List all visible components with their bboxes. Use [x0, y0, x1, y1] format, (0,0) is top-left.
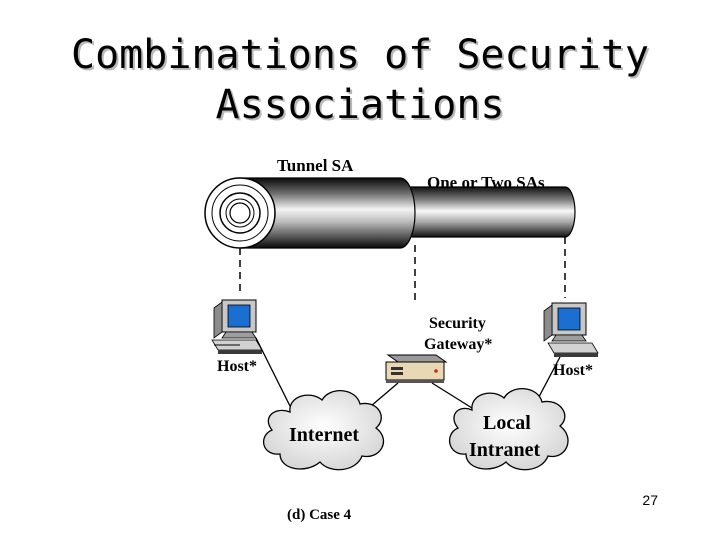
link-host-left-internet — [255, 337, 293, 411]
title-line-1: Combinations of Security — [71, 32, 649, 78]
slide-title: Combinations of Security Associations — [0, 30, 720, 130]
tunnel-sa-tube — [204, 177, 416, 249]
internet-label: Internet — [289, 424, 359, 446]
host-right-label: Host* — [553, 362, 593, 379]
gateway-led — [434, 369, 438, 373]
intranet-label-line-1: Local — [483, 412, 531, 434]
figure-caption: (d) Case 4 — [287, 507, 352, 523]
sa-endpoint-drop-lines — [239, 237, 566, 305]
host-left-screen — [227, 304, 251, 328]
intranet-label-line-2: Intranet — [469, 439, 540, 461]
title-line-2: Associations — [215, 82, 505, 128]
host-left-computer-icon — [211, 299, 263, 354]
intranet-cloud-icon — [448, 388, 569, 471]
host-right-screen — [557, 307, 581, 331]
link-gateway-intranet — [431, 382, 473, 409]
gateway-label-line-2: Gateway* — [424, 336, 492, 353]
host-right-computer-icon — [543, 302, 599, 357]
gateway-label-line-1: Security — [429, 315, 486, 332]
internet-cloud-icon — [262, 390, 384, 471]
inner-sa-label: One or Two SAs — [427, 173, 545, 192]
host-left-label: Host* — [217, 358, 257, 375]
security-gateway-icon — [385, 354, 448, 383]
page-number: 27 — [642, 492, 658, 508]
tunnel-sa-label: Tunnel SA — [277, 156, 354, 175]
